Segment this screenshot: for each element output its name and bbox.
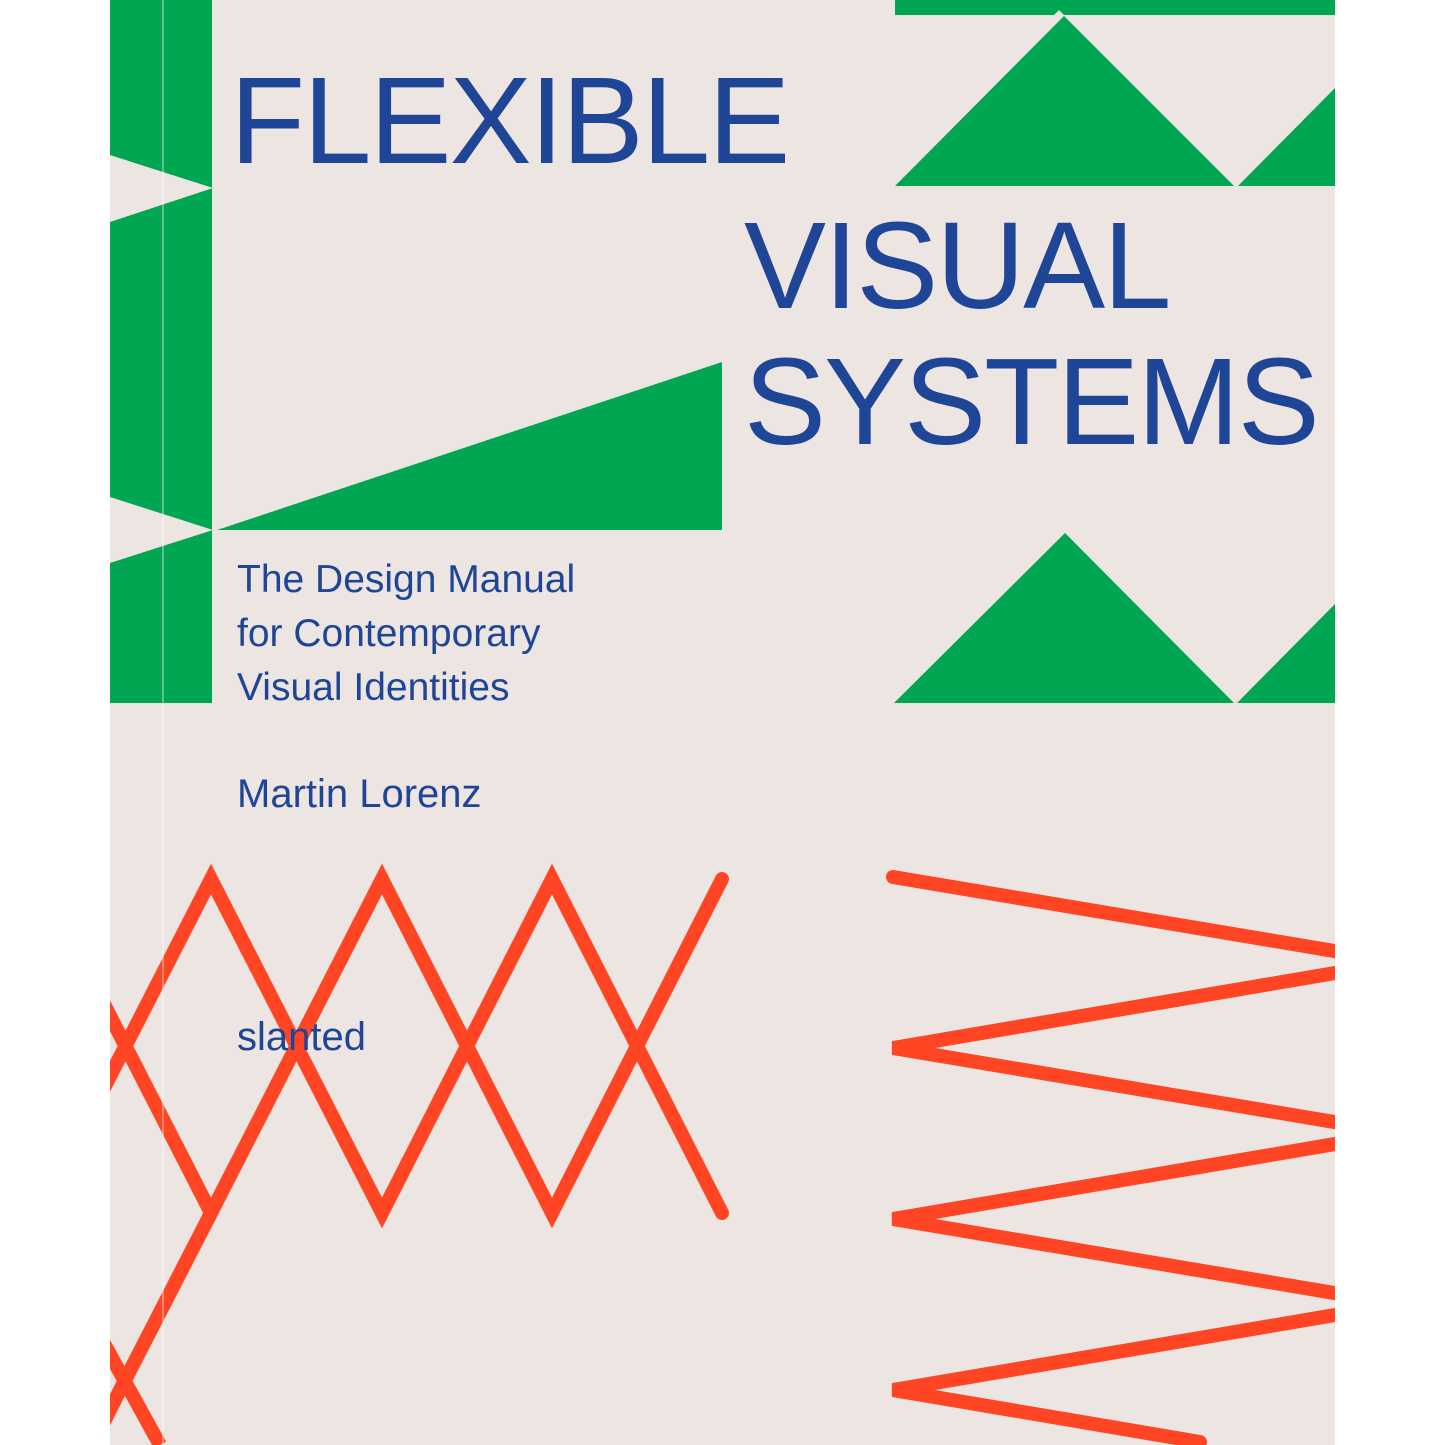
title-line-3: SYSTEMS	[744, 334, 1320, 471]
cover-artwork	[110, 0, 1335, 1445]
spine-crease	[162, 0, 164, 1445]
green-vertical-bar-shape	[110, 0, 213, 703]
green-top-band-shape	[895, 0, 1335, 15]
green-triangle-upper	[895, 16, 1234, 186]
publisher-name: slanted	[237, 1015, 366, 1059]
green-triangle-lower	[894, 533, 1234, 703]
subtitle-line-3: Visual Identities	[237, 666, 510, 709]
subtitle-line-1: The Design Manual	[237, 558, 576, 601]
red-crossed-zigzag	[110, 863, 729, 1445]
red-horizontal-zigzag	[886, 870, 1335, 1445]
title-line-2: VISUAL	[744, 198, 1172, 335]
subtitle-line-2: for Contemporary	[237, 612, 541, 655]
green-wedge-shape	[217, 362, 722, 530]
title-line-1: FLEXIBLE	[230, 53, 790, 190]
green-triangle-lower-partial	[1237, 604, 1335, 703]
green-triangle-upper-partial	[1238, 88, 1335, 186]
book-cover: FLEXIBLE VISUAL SYSTEMS The Design Manua…	[110, 0, 1335, 1445]
author-name: Martin Lorenz	[237, 772, 482, 816]
